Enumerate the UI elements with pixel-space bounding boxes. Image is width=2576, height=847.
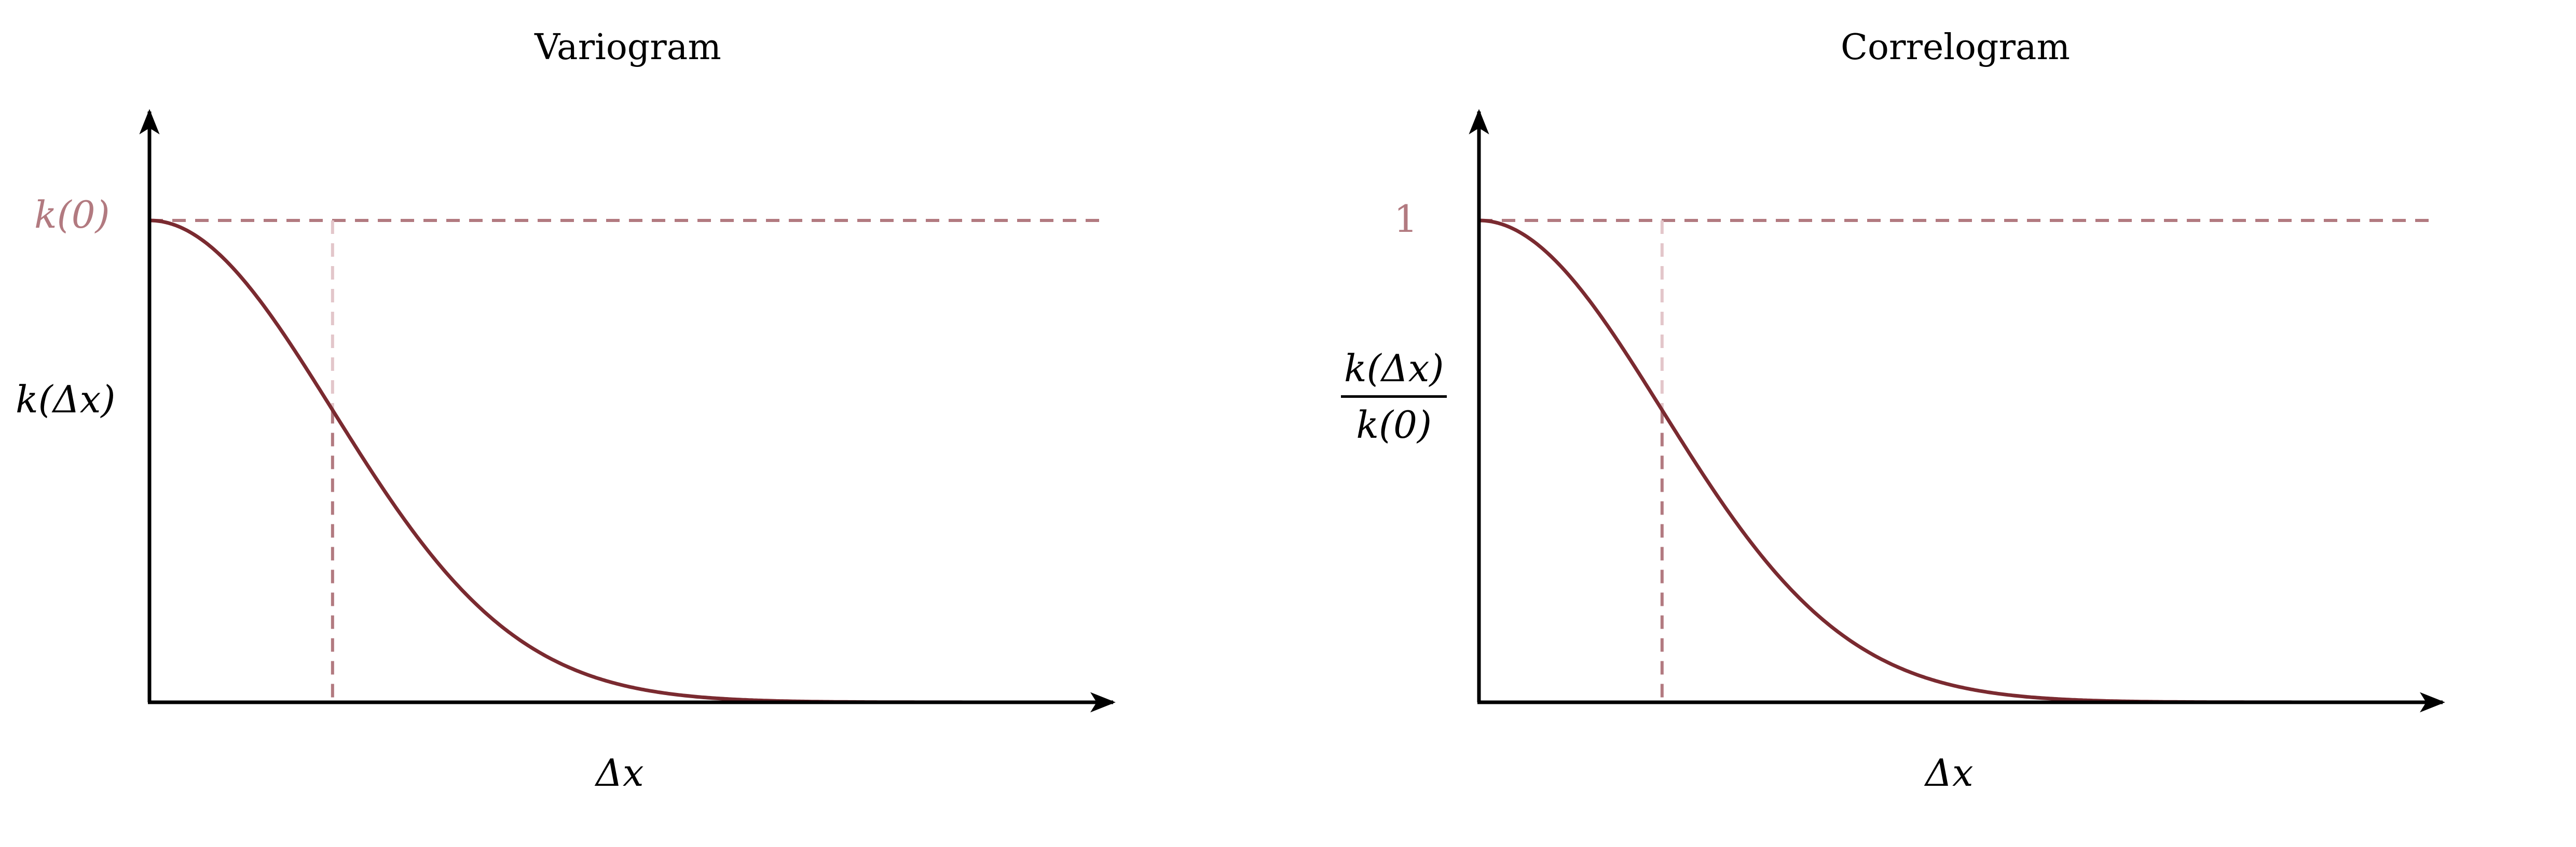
variogram-y-axis-label: k(Δx) xyxy=(16,378,115,421)
correlogram-x-axis-label: Δx xyxy=(1925,751,1974,795)
variogram-y-axis-label-text: k(Δx) xyxy=(16,378,116,421)
correlogram-y-label-denominator: k(0) xyxy=(1341,398,1447,447)
variogram-y-tick-label: k(0) xyxy=(34,193,110,237)
correlogram-curve xyxy=(1478,218,2374,704)
correlogram-x-axis-label-text: Δx xyxy=(1925,751,1974,795)
variogram-x-axis-label-text: Δx xyxy=(596,751,644,795)
correlogram-y-label-numerator-text: k(Δx) xyxy=(1344,346,1444,390)
correlogram-y-label-numerator: k(Δx) xyxy=(1341,346,1447,398)
variogram-x-axis-label: Δx xyxy=(596,751,644,795)
correlogram-y-label-denominator-text: k(0) xyxy=(1356,403,1432,447)
variogram-title: Variogram xyxy=(535,27,721,68)
variogram-y-tick-text: k(0) xyxy=(34,193,110,237)
correlogram-title: Correlogram xyxy=(1841,27,2070,68)
correlogram-y-axis-label: k(Δx) k(0) xyxy=(1341,346,1447,447)
variogram-curve xyxy=(149,218,1044,704)
correlogram-y-tick-label: 1 xyxy=(1394,197,1418,241)
